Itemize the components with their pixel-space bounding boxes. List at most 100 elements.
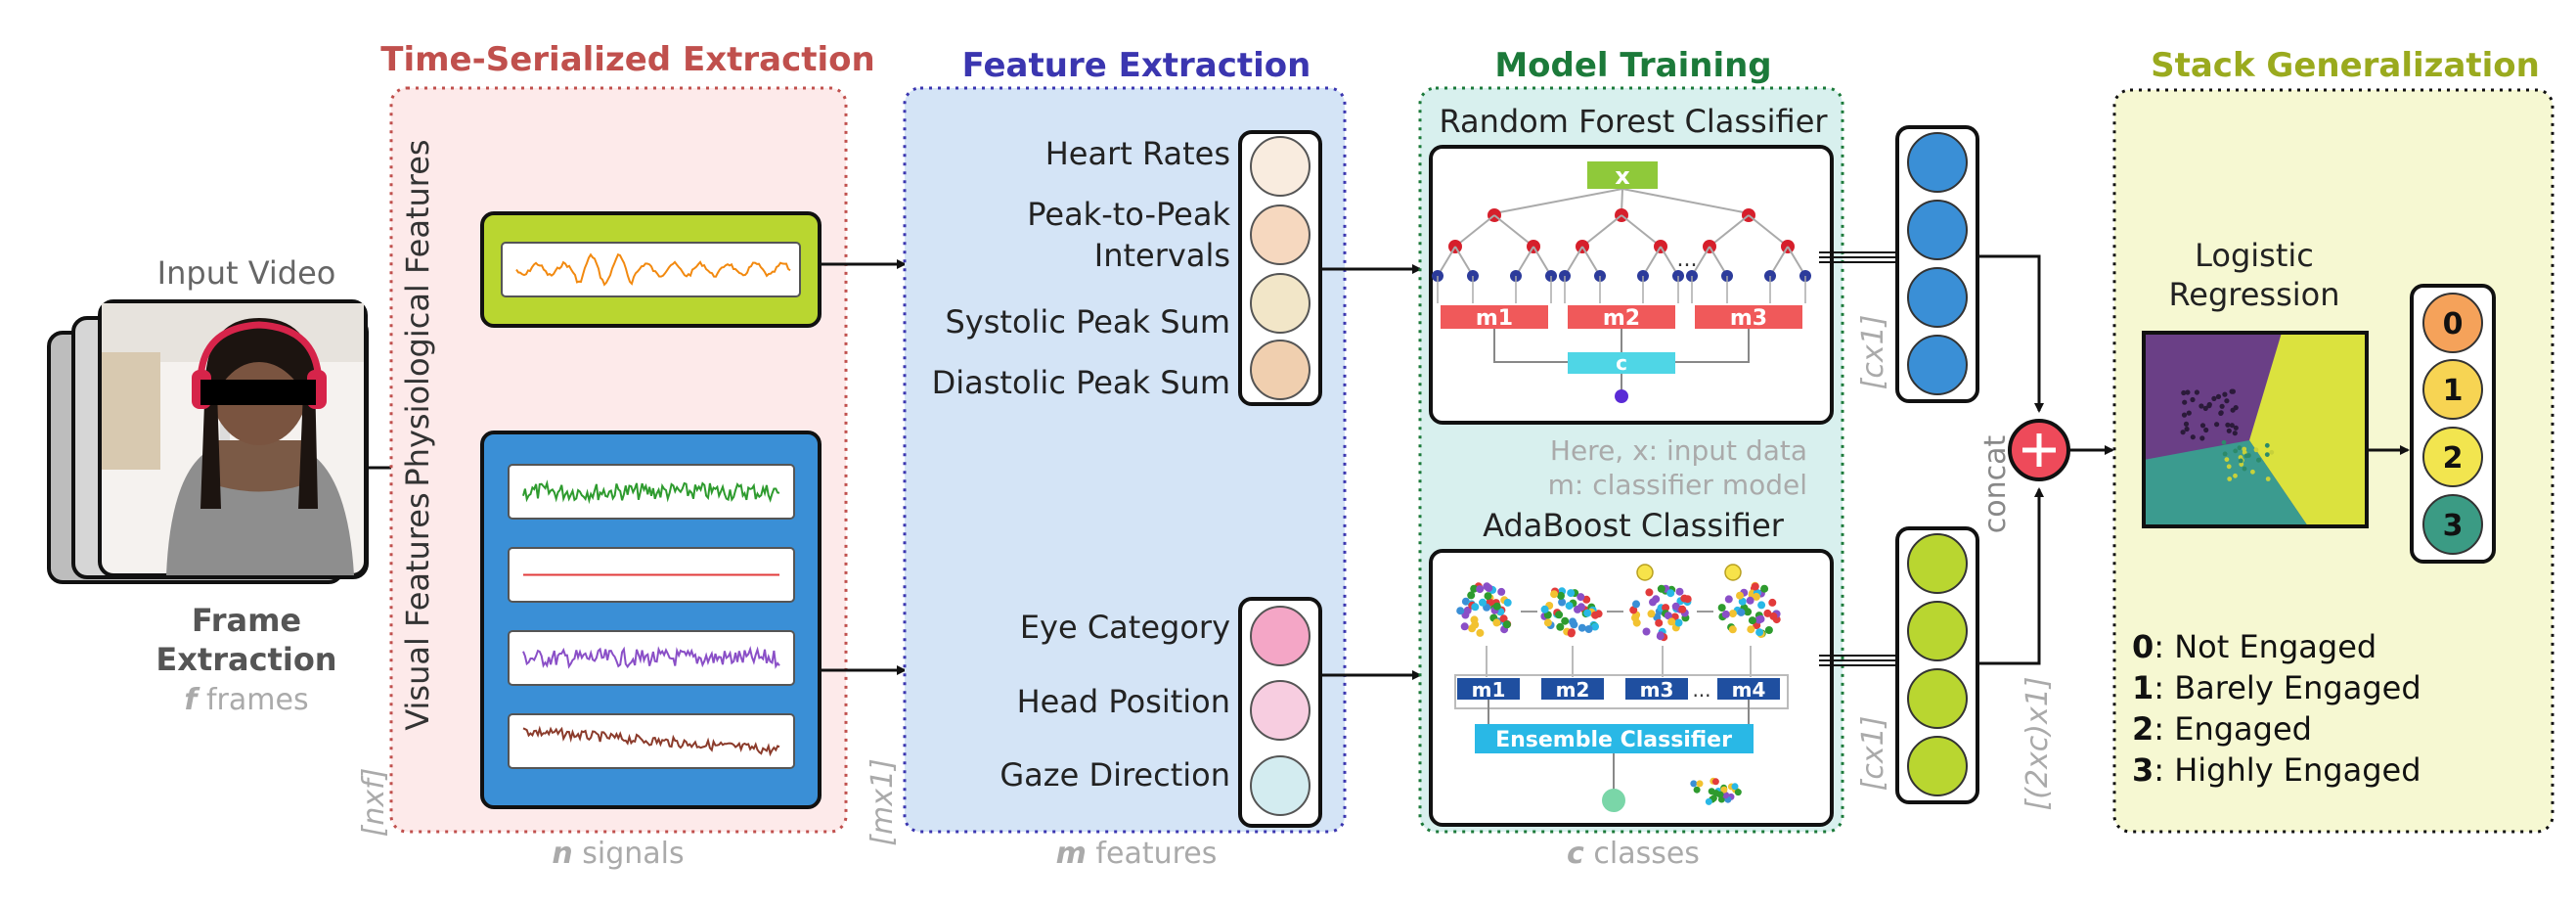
input-video-label: Input Video	[157, 254, 336, 292]
rf-root-label: x	[1615, 162, 1630, 190]
ada-model-3	[1625, 678, 1688, 700]
signal-line-1	[522, 479, 780, 505]
physio-signal-plot	[501, 242, 801, 297]
rf-box	[1429, 145, 1834, 425]
rf-model-1	[1441, 305, 1548, 329]
rf-output-circle-1	[1907, 132, 1968, 193]
feature-intervals: Intervals	[1094, 237, 1230, 274]
physiological-features-label: Physiological Features	[399, 139, 436, 486]
feature-circle-eye	[1250, 606, 1310, 666]
logistic-regression-plot	[2142, 331, 2369, 528]
ada-model-2	[1541, 678, 1604, 700]
feature-circle-systolic	[1250, 273, 1310, 334]
feature-diastolic-peak-sum: Diastolic Peak Sum	[932, 364, 1230, 401]
legend-item-3: 3: Highly Engaged	[2132, 751, 2421, 789]
ada-model-4-label: m4	[1732, 678, 1766, 702]
legend-item-1: 1: Barely Engaged	[2132, 669, 2421, 706]
visual-features-label: Visual Features	[399, 492, 436, 730]
ada-output-circle-1	[1907, 533, 1968, 594]
rf-root-node	[1587, 161, 1658, 189]
ensemble-classifier	[1475, 724, 1754, 753]
rf-model-3-label: m3	[1730, 306, 1767, 331]
ada-output-circle-3	[1907, 668, 1968, 729]
arrow-rf-to-concat	[1977, 254, 2044, 413]
class-circle-1	[2422, 359, 2483, 420]
ada-model-1	[1457, 678, 1520, 700]
section-title-stack-generalization: Stack Generalization	[2151, 46, 2540, 85]
feature-head-position: Head Position	[1017, 683, 1230, 720]
rf-model-2-label: m2	[1603, 306, 1640, 331]
rf-output-vector	[1895, 125, 1979, 403]
frame-extraction-line2: Extraction	[155, 641, 336, 678]
c-classes-label: c classes	[1567, 837, 1700, 871]
arrow-ada-to-concat	[1977, 487, 2044, 665]
section-title-model-training: Model Training	[1494, 46, 1771, 85]
class-label-0: 0	[2443, 307, 2464, 341]
rf-model-2	[1568, 305, 1675, 329]
class-label-1: 1	[2443, 374, 2464, 408]
video-frames	[47, 299, 369, 584]
engagement-legend: 0: Not Engaged 1: Barely Engaged 2: Enga…	[2132, 628, 2421, 789]
class-circle-2	[2422, 427, 2483, 487]
legend-item-2: 2: Engaged	[2132, 710, 2312, 748]
ada-output-vector	[1895, 526, 1979, 804]
class-label-3: 3	[2443, 509, 2464, 543]
ensemble-classifier-label: Ensemble Classifier	[1495, 728, 1732, 752]
ada-model-2-label: m2	[1556, 678, 1590, 702]
ada-output-node	[1602, 789, 1625, 812]
feature-systolic-peak-sum: Systolic Peak Sum	[945, 303, 1230, 340]
ada-title: AdaBoost Classifier	[1483, 507, 1785, 544]
ada-dim-label: [cx1]	[1856, 716, 1890, 792]
concat-dim-label: [(2xc)x1]	[2021, 677, 2055, 811]
rf-dim-label: [cx1]	[1856, 315, 1890, 390]
section-title-feature-extraction: Feature Extraction	[962, 46, 1311, 85]
frame-extraction-line1: Frame	[192, 602, 301, 639]
ada-output-circle-2	[1907, 601, 1968, 661]
rf-output-circle-3	[1907, 267, 1968, 328]
legend-item-0: 0: Not Engaged	[2132, 628, 2376, 665]
ada-output-circle-4	[1907, 736, 1968, 796]
feature-circle-gaze	[1250, 755, 1310, 816]
rf-output-node	[1615, 389, 1628, 403]
rf-model-1-label: m1	[1476, 306, 1513, 331]
signal-line-physio	[515, 252, 791, 287]
rf-title: Random Forest Classifier	[1439, 103, 1828, 140]
feature-circle-head	[1250, 680, 1310, 741]
ada-ellipsis: ...	[1692, 678, 1710, 702]
feature-extraction-panel	[903, 86, 1347, 834]
dim-mx1: [mx1]	[866, 758, 900, 845]
signal-line-3	[522, 645, 780, 669]
ada-model-3-label: m3	[1640, 678, 1674, 702]
rf-model-3	[1695, 305, 1802, 329]
feature-circle-heart-rates	[1250, 136, 1310, 197]
rf-trees	[1432, 188, 1811, 303]
class-label-2: 2	[2443, 441, 2464, 476]
rf-ellipsis: ...	[1677, 248, 1698, 272]
rf-output-circle-2	[1907, 200, 1968, 260]
signal-line-4	[522, 725, 780, 757]
feature-circle-peak-to-peak	[1250, 204, 1310, 265]
lr-label-line2: Regression	[2168, 276, 2339, 313]
section-title-time-serialized: Time-Serialized Extraction	[380, 40, 874, 79]
note-input-data: Here, x: input data	[1550, 434, 1807, 467]
n-signals-label: n signals	[552, 837, 684, 871]
feature-eye-category: Eye Category	[1020, 609, 1230, 646]
concat-label: concat	[1978, 435, 2013, 534]
frames-count-label: f frames	[184, 683, 308, 717]
ada-model-1-label: m1	[1472, 678, 1506, 702]
feature-circle-diastolic	[1250, 340, 1310, 400]
rf-combiner	[1568, 352, 1675, 374]
ada-model-4	[1717, 678, 1780, 700]
class-circle-3	[2422, 494, 2483, 555]
lr-label-line1: Logistic	[2195, 237, 2314, 274]
feature-gaze-direction: Gaze Direction	[999, 756, 1230, 794]
class-output-vector	[2410, 284, 2496, 564]
rf-combiner-label: c	[1616, 351, 1627, 375]
person-figure	[166, 318, 354, 575]
rf-output-circle-4	[1907, 335, 1968, 395]
feature-heart-rates: Heart Rates	[1045, 135, 1230, 172]
m-features-label: m features	[1056, 837, 1218, 871]
note-classifier-model: m: classifier model	[1548, 469, 1807, 501]
class-circle-0	[2422, 293, 2483, 353]
face-redaction-bar	[200, 380, 316, 405]
